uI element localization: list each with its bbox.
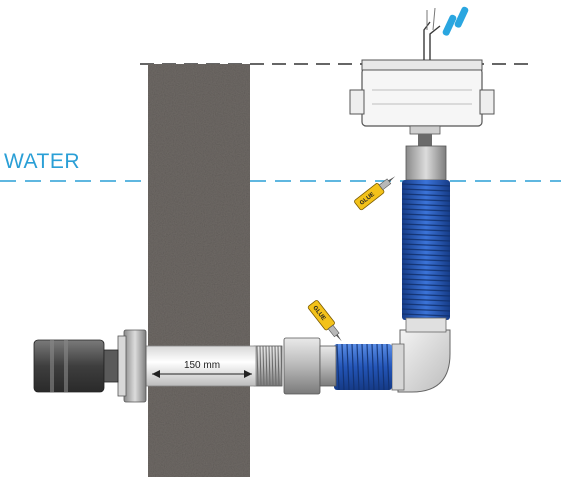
- cable-wires: [423, 7, 441, 60]
- concrete-wall: [148, 64, 250, 477]
- glue-tube-icon: GLUE: [354, 176, 396, 211]
- vertical-blue-hose: [401, 180, 451, 320]
- horizontal-blue-hose: [334, 343, 392, 391]
- wall-pipe: [145, 345, 257, 387]
- vertical-connector: [405, 134, 447, 181]
- wire-connector-icon: [442, 6, 469, 36]
- dimension-label: 150 mm: [184, 360, 220, 371]
- wall-flange: [117, 329, 147, 403]
- water-level-label: WATER: [4, 150, 80, 173]
- pipe-elbow: [391, 317, 451, 393]
- dimension-arrow: 150 mm: [152, 360, 252, 378]
- junction-box: [349, 59, 495, 135]
- pool-light-nozzle: [33, 339, 119, 393]
- threaded-pipe-end: [253, 345, 283, 387]
- pipe-adaptor: [283, 337, 337, 395]
